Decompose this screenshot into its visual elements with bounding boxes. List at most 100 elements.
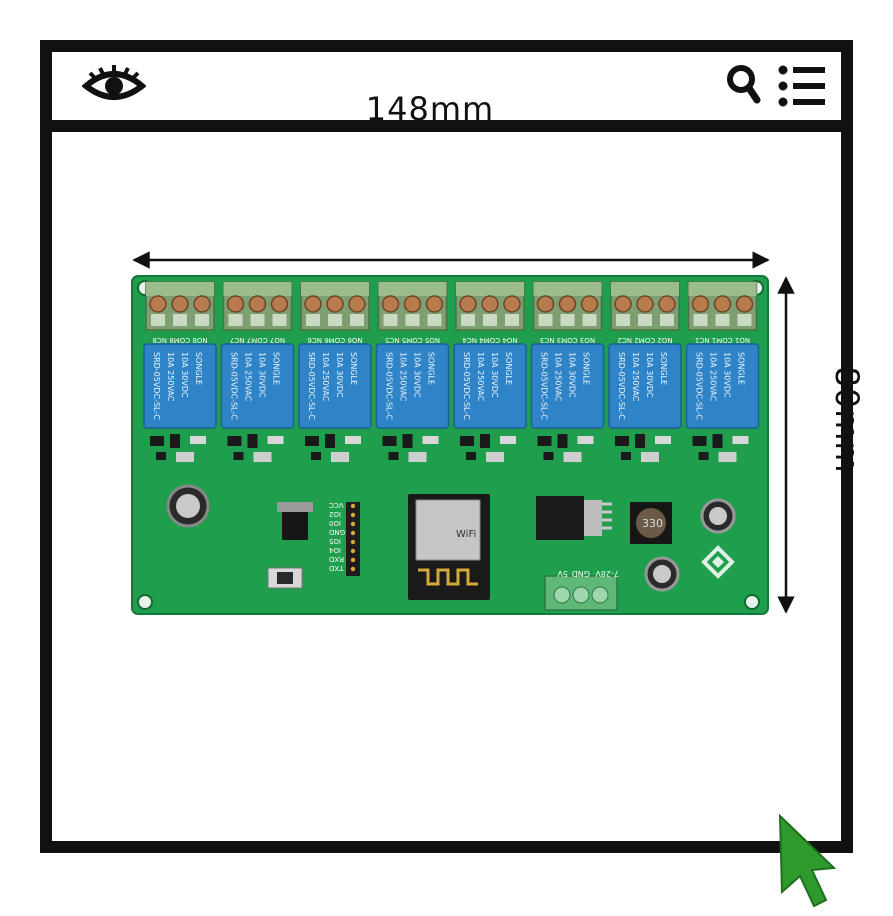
relay-label: 10A 250VAC [631, 352, 640, 402]
driver-components [305, 434, 361, 462]
terminal-label: NO7 COM7 NC7 [230, 336, 285, 344]
power-label-1: 7-28V [595, 569, 619, 578]
relay-label: 10A 30VDC [645, 352, 654, 398]
search-icon[interactable] [725, 64, 763, 104]
pin-label: IO0 [329, 519, 341, 527]
inductor-label: 330 [642, 517, 663, 530]
relay: SRD-05VDC-SL-C 10A 250VAC 10A 30VDC SONGLE [685, 343, 760, 429]
relay-label: SRD-05VDC-SL-C [230, 352, 239, 420]
terminal-label: NO8 COM8 NC8 [152, 336, 207, 344]
driver-components [460, 434, 516, 462]
relay-label: 10A 250VAC [709, 352, 718, 402]
relay-label: SONGLE [349, 352, 358, 385]
power-label-3: 5V [557, 569, 568, 578]
terminal-label: NO2 COM2 NC2 [617, 336, 672, 344]
relay: SRD-05VDC-SL-C 10A 250VAC 10A 30VDC SONGLE [298, 343, 372, 429]
relay-label: 10A 30VDC [335, 352, 344, 398]
pin-label: VCC [329, 501, 344, 509]
relay-label: SONGLE [737, 352, 746, 385]
relay-label: SONGLE [194, 352, 203, 385]
relay-label: SRD-05VDC-SL-C [695, 352, 704, 420]
small-components [150, 434, 749, 462]
relay-label: SONGLE [504, 352, 513, 385]
relay-label: 10A 30VDC [413, 352, 422, 398]
terminal-block: NO6 COM6 NC6 [300, 281, 370, 344]
menu-list-icon[interactable] [777, 64, 827, 108]
pcb-board: NO8 COM8 NC8 NO7 COM7 NC7 NO6 COM6 NC6 NO5 … [131, 275, 769, 615]
terminal-block: NO3 COM3 NC3 [532, 281, 603, 344]
voltage-regulator [277, 502, 313, 540]
top-bar [52, 52, 841, 132]
terminal-blocks: NO8 COM8 NC8 NO7 COM7 NC7 NO6 COM6 NC6 NO5 … [145, 281, 758, 344]
reset-button [267, 567, 303, 589]
inductor: 330 [630, 502, 672, 544]
driver-components [537, 434, 594, 462]
terminal-label: NO3 COM3 NC3 [540, 336, 595, 344]
terminal-label: NO6 COM6 NC6 [307, 336, 363, 344]
driver-components [150, 434, 206, 462]
capacitor-right-bottom [644, 556, 680, 592]
terminal-block: NO2 COM2 NC2 [610, 281, 680, 344]
relay-label: 10A 250VAC [554, 352, 563, 402]
relay-label: 10A 250VAC [244, 352, 253, 402]
relay: SRD-05VDC-SL-C 10A 250VAC 10A 30VDC SONGLE [530, 343, 605, 429]
pin-label: IO4 [328, 546, 341, 554]
capacitor-left [166, 484, 210, 528]
wifi-module: WiFi [408, 494, 490, 600]
wifi-module-label: WiFi [456, 529, 476, 540]
capacitor-right-top [700, 498, 736, 534]
relay-label: SONGLE [659, 352, 668, 385]
power-label-2: GND [572, 569, 590, 578]
relay: SRD-05VDC-SL-C 10A 250VAC 10A 30VDC SONGLE [143, 343, 217, 429]
relay-label: 10A 30VDC [180, 352, 189, 398]
driver-components [692, 434, 749, 462]
relay-label: 10A 30VDC [258, 352, 267, 398]
pin-label: RXD [329, 555, 344, 563]
terminal-block: NO1 COM1 NC1 [687, 281, 758, 344]
relay-label: 10A 250VAC [166, 352, 175, 402]
relay-label: SRD-05VDC-SL-C [307, 352, 316, 420]
power-labels: 7-28V GND 5V [557, 569, 619, 578]
relay-label: SRD-05VDC-SL-C [462, 352, 471, 420]
pin-label: TXD [329, 564, 344, 572]
terminal-label: NO1 COM1 NC1 [695, 336, 750, 344]
relay-label: 10A 30VDC [723, 352, 732, 398]
cursor-arrow-icon [778, 813, 837, 908]
power-regulator [536, 496, 612, 540]
power-terminal [544, 575, 618, 611]
relay: SRD-05VDC-SL-C 10A 250VAC 10A 30VDC SONGLE [608, 343, 682, 429]
relay-label: SRD-05VDC-SL-C [152, 352, 161, 420]
relay: SRD-05VDC-SL-C 10A 250VAC 10A 30VDC SONGLE [220, 343, 295, 429]
driver-components [382, 434, 439, 462]
eye-icon[interactable] [82, 62, 146, 106]
pin-label: IO2 [329, 510, 341, 518]
terminal-block: NO7 COM7 NC7 [222, 281, 293, 344]
relay-label: 10A 250VAC [399, 352, 408, 402]
relay-label: SONGLE [582, 352, 591, 385]
relay: SRD-05VDC-SL-C 10A 250VAC 10A 30VDC SONGLE [453, 343, 527, 429]
relay-label: SRD-05VDC-SL-C [385, 352, 394, 420]
terminal-block: NO4 COM4 NC4 [455, 281, 525, 344]
relay-label: SRD-05VDC-SL-C [617, 352, 626, 420]
relay-label: SONGLE [272, 352, 281, 385]
relay-label: 10A 30VDC [568, 352, 577, 398]
relay-label: 10A 250VAC [476, 352, 485, 402]
relay: SRD-05VDC-SL-C 10A 250VAC 10A 30VDC SONGLE [375, 343, 450, 429]
relay-label: SONGLE [427, 352, 436, 385]
driver-components [615, 434, 671, 462]
terminal-block: NO5 COM5 NC5 [377, 281, 448, 344]
pin-label: GND [329, 528, 345, 536]
relay-label: 10A 30VDC [490, 352, 499, 398]
pin-label: IO5 [329, 537, 341, 545]
relay-label: 10A 250VAC [321, 352, 330, 402]
pin-header [346, 502, 360, 576]
terminal-label: NO5 COM5 NC5 [385, 336, 440, 344]
terminal-label: NO4 COM4 NC4 [462, 336, 518, 344]
relay-label: SRD-05VDC-SL-C [540, 352, 549, 420]
height-dimension-label: 80mm [828, 366, 866, 474]
terminal-block: NO8 COM8 NC8 [145, 281, 215, 344]
driver-components [227, 434, 284, 462]
